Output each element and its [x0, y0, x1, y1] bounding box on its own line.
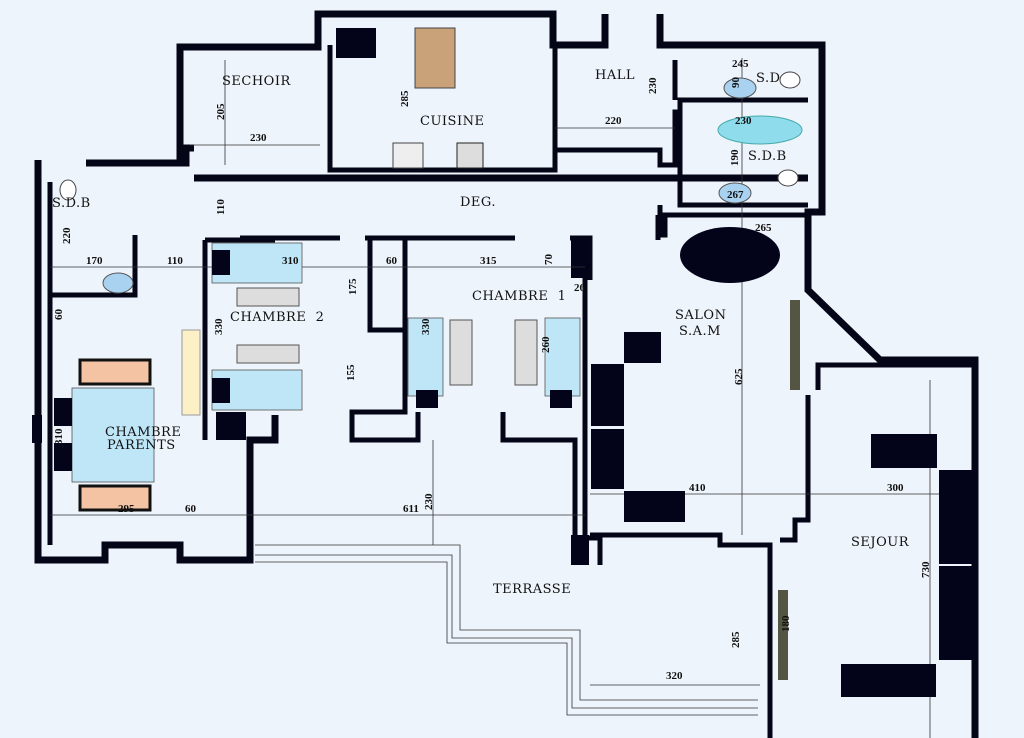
room-label-sechoir: SECHOIR [222, 74, 291, 89]
dim-label: 295 [118, 503, 135, 515]
dim-label: 230 [647, 77, 659, 94]
dim-label: 155 [345, 364, 357, 381]
dimension-labels: 205 230 285 230 220 245 90 230 190 267 2… [53, 58, 932, 682]
bed [544, 317, 581, 397]
room-label-chambre-parents-2: PARENTS [107, 438, 176, 453]
dim-label: 320 [666, 670, 683, 682]
dim-label: 730 [920, 561, 932, 578]
dim-label: 170 [86, 255, 103, 267]
wardrobe [236, 344, 300, 364]
dim-label: 330 [213, 318, 225, 335]
bed [407, 317, 444, 397]
dining-table [680, 227, 780, 283]
toilet [59, 179, 77, 201]
dim-label: 285 [399, 90, 411, 107]
dim-label: 330 [420, 318, 432, 335]
bed [71, 387, 155, 483]
toilet [779, 71, 801, 89]
dim-label: 625 [733, 368, 745, 385]
walls [32, 10, 979, 738]
room-label-sdb-left: S.D.B [52, 196, 91, 211]
dim-label: 310 [282, 255, 299, 267]
room-label-sdb-right: S.D.B [748, 149, 787, 164]
dim-label: 220 [605, 115, 622, 127]
room-label-cuisine: CUISINE [420, 114, 484, 129]
toilet [777, 169, 799, 187]
washbasin [102, 272, 134, 294]
terrace-railing [255, 544, 758, 716]
dim-label: 230 [423, 493, 435, 510]
bathtub [717, 115, 803, 145]
dim-label: 265 [755, 222, 772, 234]
washbasin [723, 77, 757, 99]
dim-label: 230 [250, 132, 267, 144]
dim-label: 70 [543, 254, 555, 266]
dim-label: 220 [61, 227, 73, 244]
dim-label: 110 [215, 199, 227, 215]
room-label-chambre-parents: CHAMBRE [105, 425, 181, 440]
dim-label: 310 [53, 428, 65, 445]
desk [181, 329, 201, 416]
tv [778, 590, 788, 680]
dim-label: 230 [735, 115, 752, 127]
dim-label: 260 [540, 336, 552, 353]
wardrobe [514, 319, 538, 386]
room-label-chambre-2: CHAMBRE 2 [230, 310, 324, 325]
fridge [336, 28, 376, 58]
room-label-deg: DEG. [460, 195, 496, 210]
room-label-terrasse: TERRASSE [493, 582, 571, 597]
room-label-salon: SALON [675, 308, 726, 323]
dim-label: 245 [732, 58, 749, 70]
wardrobe [236, 287, 300, 307]
kitchen-table [414, 27, 456, 89]
dim-label: 110 [167, 255, 183, 267]
dim-label: 60 [386, 255, 398, 267]
dim-label: 205 [215, 103, 227, 120]
room-label-sejour: SEJOUR [851, 535, 910, 550]
sink [392, 142, 424, 169]
wardrobe [449, 319, 473, 386]
dim-label: 300 [887, 482, 904, 494]
dim-label: 285 [730, 631, 742, 648]
dim-label: 26 [574, 282, 586, 294]
dim-label: 190 [729, 149, 741, 166]
room-labels: SECHOIR CUISINE HALL S.D S.D.B S.D.B DEG… [52, 68, 910, 597]
dim-label: 315 [480, 255, 497, 267]
dim-label: 180 [780, 615, 792, 632]
dim-label: 611 [403, 503, 419, 515]
room-label-chambre-1: CHAMBRE 1 [472, 289, 566, 304]
washbasin [718, 182, 752, 204]
dim-label: 175 [347, 278, 359, 295]
tv [790, 300, 800, 390]
room-label-sd: S.D [756, 71, 781, 86]
furniture [54, 27, 975, 697]
room-label-hall: HALL [595, 68, 635, 83]
nightstand [78, 358, 152, 386]
dim-label: 90 [730, 77, 742, 89]
dim-label: 60 [53, 309, 65, 321]
dim-label: 267 [727, 189, 744, 201]
nightstand [78, 484, 152, 512]
room-label-sam: S.A.M [679, 324, 721, 339]
dim-label: 60 [185, 503, 197, 515]
stove [456, 142, 484, 169]
dim-label: 410 [689, 482, 706, 494]
